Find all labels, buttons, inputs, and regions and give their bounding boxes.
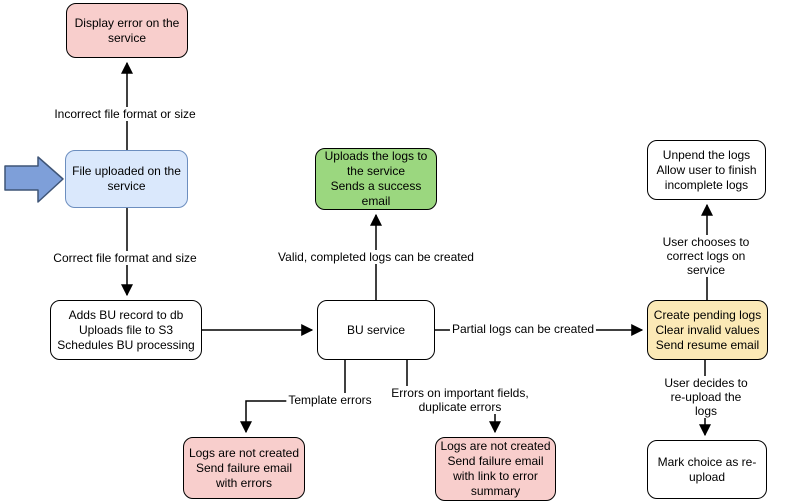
node-unpend-logs: Unpend the logs Allow user to finish inc… [647, 140, 766, 200]
edge-label-template-errors: Template errors [286, 393, 374, 407]
node-bu-service-label: BU service [346, 322, 405, 337]
node-mark-reupload-label: Mark choice as re- upload [657, 454, 757, 484]
node-logs-not-created-summary: Logs are not created Send failure email … [435, 437, 556, 501]
node-adds-bu-record-label: Adds BU record to db Uploads file to S3 … [57, 307, 195, 352]
node-mark-reupload: Mark choice as re- upload [647, 440, 767, 499]
edge-label-user-corrects: User chooses to correct logs on service [658, 235, 754, 277]
node-bu-service: BU service [317, 300, 435, 360]
node-unpend-logs-label: Unpend the logs Allow user to finish inc… [656, 147, 757, 192]
node-create-pending-logs-label: Create pending logs Clear invalid values… [653, 307, 762, 352]
node-adds-bu-record: Adds BU record to db Uploads file to S3 … [50, 300, 202, 360]
node-display-error: Display error on the service [66, 3, 188, 58]
edge-label-valid-completed: Valid, completed logs can be created [276, 250, 476, 264]
edge-label-partial-logs: Partial logs can be created [449, 322, 597, 336]
node-create-pending-logs: Create pending logs Clear invalid values… [647, 300, 768, 360]
edge-label-incorrect-format: Incorrect file format or size [52, 107, 198, 121]
node-uploads-logs-success: Uploads the logs to the service Sends a … [315, 148, 437, 210]
node-display-error-label: Display error on the service [74, 15, 180, 45]
node-logs-not-created-summary-label: Logs are not created Send failure email … [440, 439, 551, 498]
edge-label-important-fields: Errors on important fields, duplicate er… [389, 386, 531, 414]
node-file-uploaded-label: File uploaded on the service [72, 164, 181, 193]
node-file-uploaded: File uploaded on the service [65, 150, 188, 208]
edge-label-correct-format: Correct file format and size [51, 251, 199, 265]
node-uploads-logs-success-label: Uploads the logs to the service Sends a … [324, 149, 428, 208]
edge-label-user-reuploads: User decides to re-upload the logs [658, 376, 754, 418]
entry-block-arrow-icon [4, 156, 64, 203]
node-logs-not-created-errors-label: Logs are not created Send failure email … [188, 445, 300, 490]
node-logs-not-created-errors: Logs are not created Send failure email … [183, 437, 305, 499]
